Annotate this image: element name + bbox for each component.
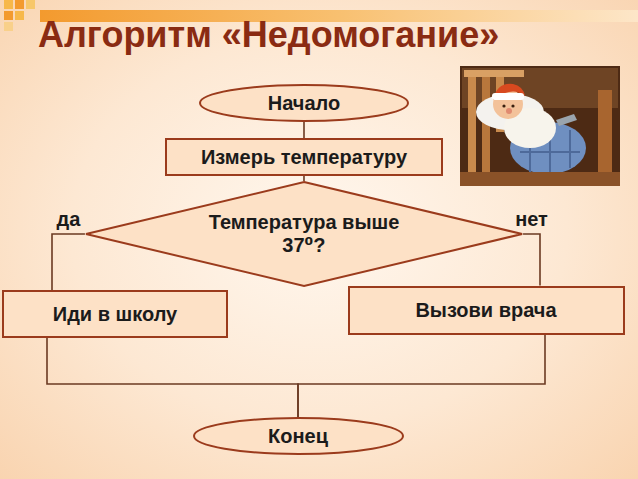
edge-label: да xyxy=(57,208,81,231)
connector xyxy=(52,234,85,290)
karlsson-illustration xyxy=(460,66,620,186)
oval-shape xyxy=(200,85,408,121)
node-text: Измерь температуру xyxy=(201,146,407,169)
connector xyxy=(47,338,298,417)
connector xyxy=(303,176,305,181)
text-group: Вызови врача xyxy=(415,299,556,322)
end-terminal: Конец xyxy=(193,417,404,455)
process-box: Вызови врача xyxy=(348,286,625,335)
connector xyxy=(298,335,545,418)
node-text: Конец xyxy=(268,425,328,448)
text-group: Конец xyxy=(268,425,328,448)
diagram-title: Алгоритм «Недомогание» xyxy=(38,14,499,56)
process-box: Иди в школу xyxy=(2,290,228,338)
oval-shape xyxy=(194,418,403,454)
node-text: Вызови врача xyxy=(415,299,556,322)
start-terminal: Начало xyxy=(199,84,409,122)
corner-squares xyxy=(4,0,35,31)
node-text: Начало xyxy=(268,92,340,115)
decision-diamond: Температура выше 37⁰? xyxy=(85,181,523,287)
connector xyxy=(523,234,540,286)
node-text: Температура выше 37⁰? xyxy=(189,211,419,257)
edge-label: нет xyxy=(515,208,548,231)
text-group: Измерь температуру xyxy=(201,146,407,169)
node-text: Иди в школу xyxy=(53,303,177,326)
process-box: Измерь температуру xyxy=(165,138,443,176)
connector xyxy=(303,122,305,138)
text-group: Температура выше 37⁰? xyxy=(189,211,419,257)
text-group: Начало xyxy=(268,92,340,115)
diamond-shape xyxy=(86,182,522,286)
text-group: Иди в школу xyxy=(53,303,177,326)
